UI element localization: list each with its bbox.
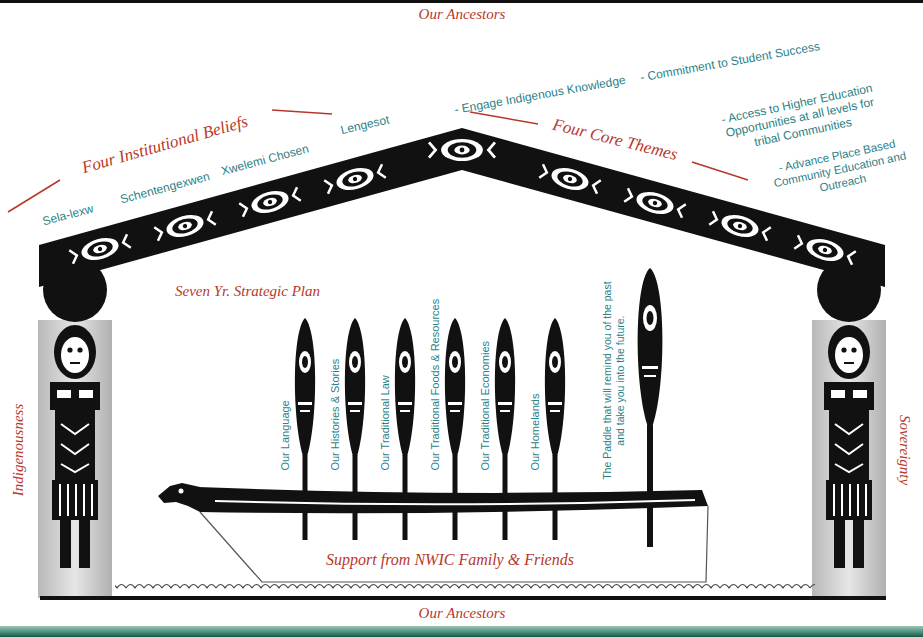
paddle-label: Our Homelands (529, 393, 542, 470)
belief-name: Xwelemi Chosen (220, 141, 311, 178)
paddle-label: Our Traditional Economies (479, 340, 492, 470)
ancestors-label: Our Ancestors (419, 604, 506, 622)
plan-heading: Seven Yr. Strategic Plan (175, 282, 320, 300)
support-label: Support from NWIC Family & Friends (326, 550, 574, 569)
paddle-label: Our Traditional Foods & Resources (429, 298, 442, 470)
theme-item: - Advance Place Based Community Educatio… (767, 135, 913, 205)
belief-name: Sela-lexw (41, 201, 95, 228)
paddle-label: The Paddle that will remind you of the p… (601, 280, 626, 480)
ancestors-label: Our Ancestors (419, 5, 506, 23)
belief-name: Lengesot (339, 112, 390, 137)
paddle-label: Our Histories & Stories (329, 358, 342, 470)
theme-item: - Engage Indigenous Knowledge (453, 73, 626, 117)
theme-item: - Commitment to Student Success (639, 39, 821, 85)
post-label: Indigenousness (9, 404, 27, 497)
paddle-label: Our Language (279, 400, 292, 470)
paddle-label: Our Traditional Law (379, 375, 392, 470)
post-label: Sovereignty (896, 415, 914, 485)
themes-heading: Four Core Themes (551, 115, 680, 166)
